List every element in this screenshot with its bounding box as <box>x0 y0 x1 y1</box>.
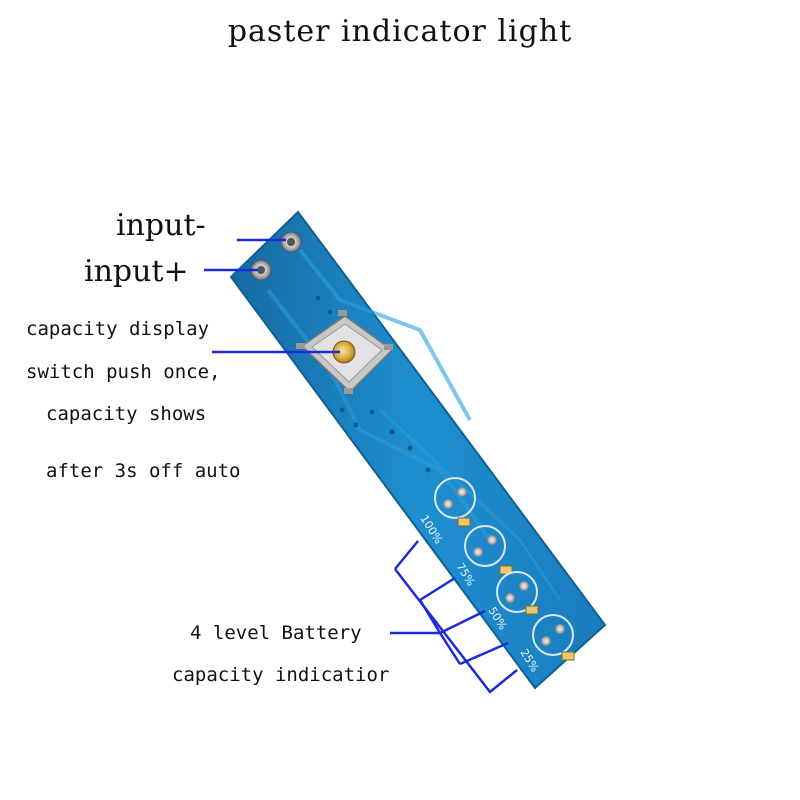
bracket-link-1 <box>418 599 442 634</box>
bracket-50 <box>439 609 486 635</box>
label-switch-line-4: after 3s off auto <box>46 460 241 482</box>
label-switch-line-1: capacity display <box>26 318 210 340</box>
bracket-25 <box>459 641 509 666</box>
label-battery-line-1: 4 level Battery <box>190 622 362 644</box>
diagram-title: paster indicator light <box>227 14 573 49</box>
pad-input-plus <box>250 259 272 281</box>
leader-lines <box>204 238 518 694</box>
bracket-100 <box>394 540 419 570</box>
push-switch <box>296 310 394 394</box>
label-input-minus: input- <box>116 208 206 243</box>
led-75 <box>464 525 513 575</box>
led-50 <box>496 571 539 615</box>
label-switch-line-2: switch push once, <box>26 361 221 383</box>
pad-input-minus <box>280 231 302 253</box>
led-100 <box>434 477 476 527</box>
via-dots <box>315 295 431 473</box>
bracket-75 <box>419 576 456 602</box>
bracket-link-2 <box>438 632 462 665</box>
label-input-plus: input+ <box>84 254 189 289</box>
label-battery-line-2: capacity indicatior <box>172 664 390 686</box>
label-switch-line-3: capacity shows <box>46 403 207 425</box>
pcb-board <box>229 210 607 690</box>
led-25 <box>532 614 575 661</box>
